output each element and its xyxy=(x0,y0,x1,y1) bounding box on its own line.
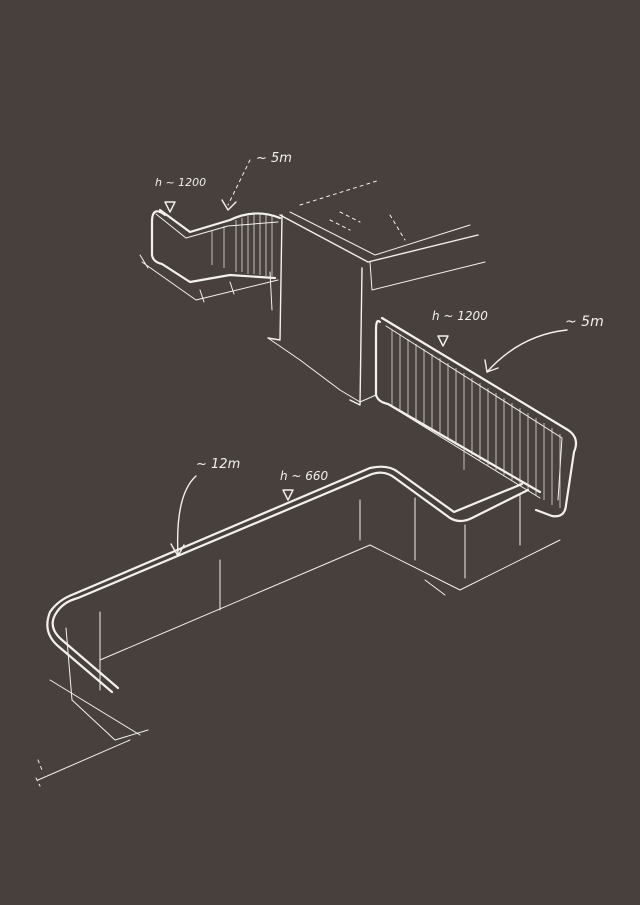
annotation-marks xyxy=(164,159,568,557)
triangle-marker-right xyxy=(437,335,449,347)
arrow-upper-left xyxy=(227,159,251,206)
arrow-right xyxy=(486,329,568,373)
upper-left-railing xyxy=(139,208,282,311)
triangle-marker-upper-left xyxy=(164,201,176,213)
right-railing-panel xyxy=(374,316,578,518)
triangle-marker-lower xyxy=(282,489,294,501)
label-right-length: ~ 5m xyxy=(565,314,604,330)
label-lower-length: ~ 12m xyxy=(196,457,240,472)
label-upper-left-height: h ~ 1200 xyxy=(155,176,206,189)
arrow-lower xyxy=(176,475,197,556)
label-lower-height: h ~ 660 xyxy=(280,469,329,483)
lower-railing xyxy=(35,465,561,787)
label-right-height: h ~ 1200 xyxy=(432,309,488,323)
building-block xyxy=(267,179,486,406)
label-upper-left-length: ~ 5m xyxy=(256,151,292,166)
